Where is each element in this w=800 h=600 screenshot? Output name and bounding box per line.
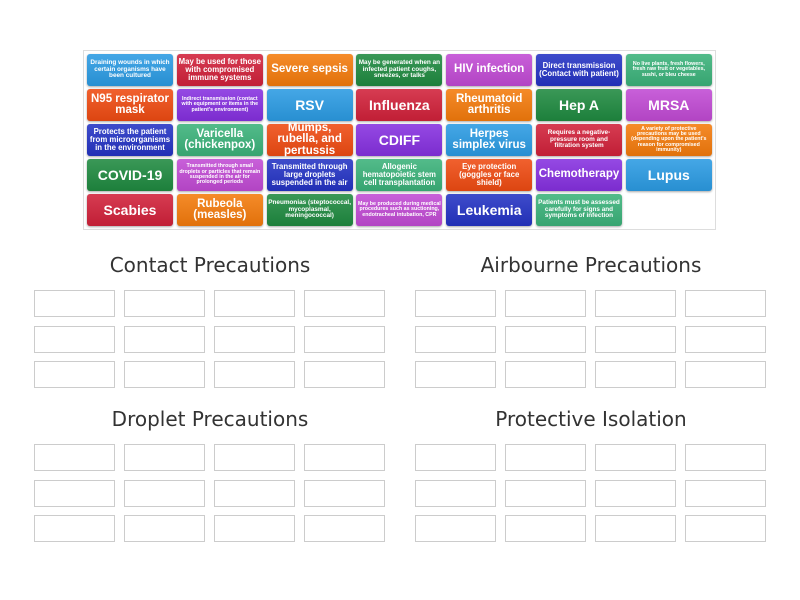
draggable-tile[interactable]: Draining wounds in which certain organis… (87, 54, 173, 86)
drop-slot[interactable] (214, 290, 295, 317)
drop-slot[interactable] (304, 290, 385, 317)
drop-slot[interactable] (415, 515, 496, 542)
drop-slot[interactable] (124, 515, 205, 542)
drop-slot[interactable] (505, 515, 586, 542)
draggable-tile[interactable]: Rubeola (measles) (176, 194, 263, 226)
draggable-tile[interactable]: Lupus (625, 159, 712, 191)
drop-slot[interactable] (304, 515, 385, 542)
group-title: Protective Isolation (495, 407, 687, 431)
group-title: Airbourne Precautions (480, 253, 702, 277)
drop-slot[interactable] (34, 444, 115, 471)
drop-slot[interactable] (214, 361, 295, 388)
drop-slot[interactable] (685, 515, 766, 542)
draggable-tile[interactable]: MRSA (625, 89, 712, 121)
draggable-tile[interactable]: May be used for those with compromised i… (176, 54, 263, 86)
draggable-tile[interactable]: Allogenic hematopoietic stem cell transp… (356, 159, 443, 191)
drop-slot[interactable] (685, 290, 766, 317)
draggable-tile[interactable]: CDIFF (356, 124, 443, 156)
drop-slot[interactable] (124, 479, 205, 507)
drop-slot[interactable] (34, 479, 115, 507)
drop-slot[interactable] (304, 479, 385, 507)
draggable-tile[interactable]: Indirect transmission (contact with equi… (176, 89, 263, 121)
draggable-tile[interactable]: Transmitted through large droplets suspe… (266, 159, 353, 191)
draggable-tile[interactable]: A variety of protective precautions may … (625, 124, 712, 156)
draggable-tile[interactable]: Herpes simplex virus (446, 124, 533, 156)
draggable-tile[interactable]: Protects the patient from microorganisms… (87, 124, 173, 156)
draggable-tile[interactable]: Scabies (87, 194, 173, 226)
drop-slot[interactable] (304, 361, 385, 388)
draggable-tile[interactable]: Transmitted through small droplets or pa… (176, 159, 263, 191)
draggable-tile[interactable]: Requires a negative-pressure room and fi… (536, 124, 622, 156)
draggable-tile[interactable]: No live plants, fresh flowers, fresh raw… (625, 54, 712, 86)
drop-slot[interactable] (34, 515, 115, 542)
drop-slot[interactable] (505, 479, 586, 507)
draggable-tile[interactable]: COVID-19 (87, 159, 173, 191)
drop-slot[interactable] (304, 325, 385, 353)
draggable-tile[interactable]: Direct transmission (Contact with patien… (536, 54, 622, 86)
drop-slot[interactable] (214, 479, 295, 507)
drop-slot[interactable] (685, 361, 766, 388)
drop-slot[interactable] (415, 444, 496, 471)
drop-slot[interactable] (214, 325, 295, 353)
draggable-tile[interactable]: Hep A (536, 89, 622, 121)
drop-slot[interactable] (34, 325, 115, 353)
drop-slot[interactable] (124, 361, 205, 388)
drop-slot[interactable] (124, 290, 205, 317)
drop-slot[interactable] (595, 479, 676, 507)
draggable-tile[interactable]: May be produced during medical procedure… (356, 194, 443, 226)
draggable-tile[interactable]: N95 respirator mask (87, 89, 173, 121)
draggable-tile[interactable]: Patients must be assessed carefully for … (536, 194, 622, 226)
drop-slot[interactable] (304, 444, 385, 471)
drop-slot[interactable] (124, 444, 205, 471)
drop-slot[interactable] (415, 325, 496, 353)
draggable-tile[interactable]: Severe sepsis (266, 54, 353, 86)
draggable-tile[interactable]: Mumps, rubella, and pertussis (266, 122, 353, 157)
drop-slot[interactable] (214, 444, 295, 471)
drop-slot[interactable] (34, 361, 115, 388)
drop-slot[interactable] (34, 290, 115, 317)
item-tray: Draining wounds in which certain organis… (83, 50, 716, 230)
draggable-tile[interactable]: Influenza (356, 89, 443, 121)
drop-slot[interactable] (415, 361, 496, 388)
draggable-tile[interactable]: HIV infection (446, 54, 533, 86)
draggable-tile[interactable]: Chemotherapy (536, 159, 622, 191)
draggable-tile[interactable]: May be generated when an infected patien… (356, 54, 443, 86)
draggable-tile[interactable]: RSV (266, 89, 353, 121)
drop-slot[interactable] (685, 479, 766, 507)
drop-slot[interactable] (415, 479, 496, 507)
drop-slot[interactable] (415, 290, 496, 317)
drop-slot[interactable] (505, 290, 586, 317)
drop-slot[interactable] (124, 325, 205, 353)
draggable-tile[interactable]: Rheumatoid arthritis (446, 89, 533, 121)
drop-slot[interactable] (685, 444, 766, 471)
drop-slot[interactable] (685, 325, 766, 353)
draggable-tile[interactable]: Leukemia (446, 194, 533, 226)
drop-slot[interactable] (505, 325, 586, 353)
drop-slot[interactable] (505, 444, 586, 471)
group-title: Contact Precautions (109, 253, 311, 277)
drop-slot[interactable] (595, 361, 676, 388)
drop-slot[interactable] (505, 361, 586, 388)
draggable-tile[interactable]: Eye protection (goggles or face shield) (446, 159, 533, 191)
drop-slot[interactable] (595, 290, 676, 317)
drop-slot[interactable] (595, 444, 676, 471)
drop-slot[interactable] (595, 515, 676, 542)
drop-slot[interactable] (595, 325, 676, 353)
draggable-tile[interactable]: Pneumonias (steptococcal, mycoplasmal, m… (266, 194, 353, 226)
group-title: Droplet Precautions (111, 407, 309, 431)
draggable-tile[interactable]: Varicella (chickenpox) (176, 124, 263, 156)
drop-slot[interactable] (214, 515, 295, 542)
